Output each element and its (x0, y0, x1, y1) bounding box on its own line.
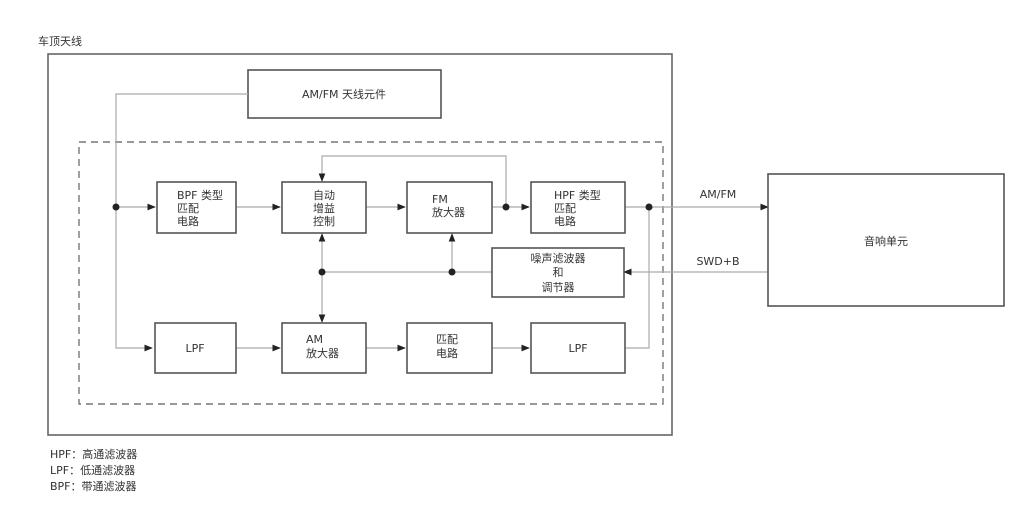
svg-text:自动: 自动 (313, 189, 335, 202)
legend-hpf: HPF：高通滤波器 (50, 447, 137, 461)
svg-text:放大器: 放大器 (432, 205, 465, 219)
automatic-gain-control: 自动 增益 控制 (281, 181, 367, 234)
svg-text:电路: 电路 (554, 215, 576, 228)
audio-unit: 音响单元 (767, 173, 1005, 307)
svg-text:匹配: 匹配 (436, 333, 458, 346)
svg-text:噪声滤波器: 噪声滤波器 (531, 251, 586, 265)
svg-text:和: 和 (553, 266, 564, 279)
bpf-matching-circuit: BPF 类型 匹配 电路 (156, 181, 237, 234)
svg-text:增益: 增益 (313, 201, 335, 215)
svg-text:AM: AM (306, 333, 323, 346)
roof-antenna-frame (47, 53, 673, 436)
svg-text:BPF 类型: BPF 类型 (177, 188, 223, 202)
svg-text:LPF: LPF (185, 342, 204, 355)
legend-bpf: BPF：带通滤波器 (50, 480, 137, 493)
svg-text:匹配: 匹配 (177, 202, 199, 215)
junction-dots (112, 203, 653, 276)
swd-b-signal-label: SWD+B (696, 255, 739, 268)
am-fm-antenna-element: AM/FM 天线元件 (247, 69, 442, 119)
svg-text:匹配: 匹配 (554, 202, 576, 215)
svg-text:HPF 类型: HPF 类型 (554, 188, 601, 202)
fm-amplifier: FM 放大器 (406, 181, 493, 234)
svg-text:放大器: 放大器 (306, 346, 339, 360)
svg-text:LPF: LPF (568, 342, 587, 355)
svg-text:调节器: 调节器 (542, 281, 575, 294)
svg-text:电路: 电路 (177, 215, 199, 228)
lpf-input: LPF (154, 322, 237, 374)
legend: HPF：高通滤波器 LPF：低通滤波器 BPF：带通滤波器 (50, 447, 137, 493)
antenna-element-label: AM/FM 天线元件 (302, 87, 386, 101)
legend-lpf: LPF：低通滤波器 (50, 464, 135, 477)
am-fm-signal-label: AM/FM (700, 188, 737, 201)
am-amplifier: AM 放大器 (281, 322, 367, 374)
noise-filter-and-regulator: 噪声滤波器 和 调节器 (491, 247, 625, 298)
matching-circuit: 匹配 电路 (406, 322, 493, 374)
svg-text:控制: 控制 (313, 214, 335, 228)
svg-text:电路: 电路 (436, 347, 458, 360)
svg-text:音响单元: 音响单元 (864, 234, 908, 248)
svg-text:FM: FM (432, 193, 448, 206)
amplifier-enclosure (78, 141, 664, 405)
hpf-matching-circuit: HPF 类型 匹配 电路 (530, 181, 626, 234)
lpf-output: LPF (530, 322, 626, 374)
roof-antenna-title: 车顶天线 (38, 34, 82, 48)
